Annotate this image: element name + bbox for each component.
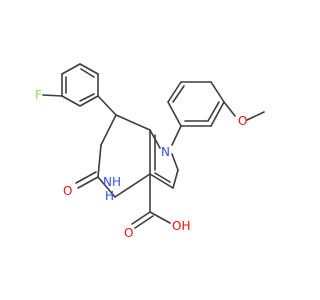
bond-c-o (77, 176, 99, 189)
bond (172, 169, 179, 189)
pyrrolopyridine-core (75, 95, 179, 198)
bond (61, 63, 81, 75)
double-bond (80, 68, 95, 78)
bond (167, 101, 182, 127)
fluorophenyl-ring (42, 63, 99, 107)
bond (97, 144, 102, 178)
bond-n-c (171, 153, 179, 171)
ring-nitrogen-label: N (161, 145, 170, 159)
bond-c-oh (149, 211, 171, 224)
acid-carbonyl-oxygen-label: O (124, 226, 133, 240)
double-bond-c-o (134, 215, 154, 229)
acid-hydroxyl-label: OH (172, 219, 190, 233)
bond-c-f (42, 94, 63, 97)
methoxy-oxygen-label: O (238, 114, 247, 128)
methoxyphenyl-ring (167, 81, 265, 146)
bond (210, 81, 225, 103)
bond (79, 95, 99, 107)
bond (97, 95, 117, 116)
bond-c-o (131, 211, 151, 225)
bond (167, 81, 182, 103)
bond (100, 114, 117, 146)
bond (210, 101, 225, 127)
bond-c-o (223, 101, 236, 117)
lactam-nh-label: NH (103, 175, 121, 189)
lactam-oxygen-label: O (63, 184, 72, 198)
bond-c-n (149, 129, 161, 149)
bond-o-ch3 (246, 111, 265, 121)
fluorine-label: F (35, 88, 42, 102)
bond (114, 173, 151, 198)
bond-n-c (171, 125, 182, 146)
molecule-canvas: F O N NH H O O OH (35, 63, 265, 240)
molecule-structure: F O N NH H O O OH (35, 63, 265, 240)
double-bond-c-o (75, 171, 97, 184)
bond (97, 176, 116, 198)
double-bond (207, 101, 220, 122)
lactam-h-label: H (105, 189, 114, 203)
carboxylic-acid (131, 173, 171, 229)
bond (61, 95, 81, 107)
bond (79, 63, 99, 75)
double-bond (154, 172, 171, 183)
bond (115, 114, 151, 131)
bond (149, 173, 174, 189)
double-bond (172, 85, 185, 103)
double-bond (79, 93, 95, 102)
